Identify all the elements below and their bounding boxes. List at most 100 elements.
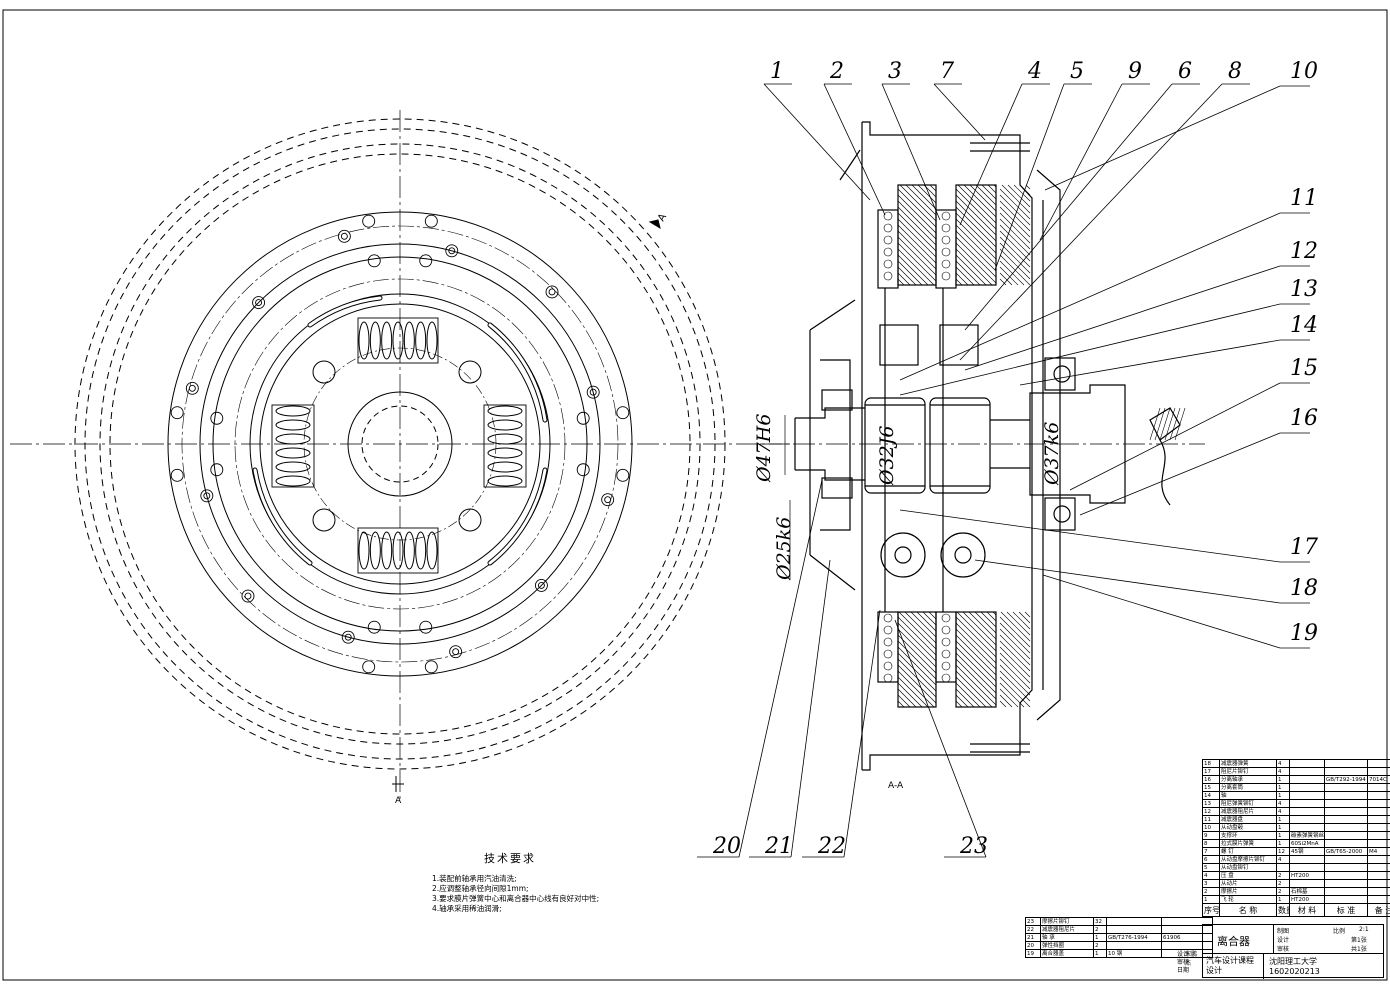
spring-coils <box>276 322 522 569</box>
hatch-line <box>898 695 910 707</box>
table-cell-qty: 32 <box>1094 918 1107 926</box>
spring-coil <box>427 322 437 359</box>
spring-coil <box>276 434 310 444</box>
friction-dot <box>942 224 950 232</box>
table-cell-qty: 2 <box>1094 926 1107 934</box>
bolt-hole <box>171 407 183 419</box>
table-cell-name: 减震器阻尼片 <box>1041 926 1094 934</box>
table-cell-name: 从动盘铆钉 <box>1220 864 1277 872</box>
table-header-no: 序号 <box>1203 904 1220 917</box>
design-label: 设计 <box>1277 935 1289 944</box>
hatch-line <box>956 617 996 657</box>
hatch-line <box>1000 231 1030 261</box>
hatch-line <box>956 207 996 247</box>
section-label: A-A <box>888 781 904 791</box>
hatch-line <box>898 629 936 667</box>
table-cell-note <box>1368 840 1390 848</box>
table-cell-no: 22 <box>1026 926 1041 934</box>
hatch-line <box>898 243 936 281</box>
part-number-label: 4 <box>1027 59 1042 84</box>
table-cell-std: GB/T276-1994 <box>1107 934 1162 942</box>
part-number-label: 16 <box>1290 406 1318 431</box>
part-number-label: 10 <box>1290 59 1318 84</box>
table-cell-mat: HT200 <box>1290 872 1325 880</box>
hatch-line <box>1000 207 1030 237</box>
section-arrow-bottom <box>392 776 404 792</box>
table-cell-name: 从动片 <box>1220 880 1277 888</box>
table-cell-note <box>1368 896 1390 904</box>
drawn-label: 制图 <box>1277 926 1289 935</box>
table-cell-no: 4 <box>1203 872 1220 880</box>
hatch-line <box>957 612 996 651</box>
table-header-name: 名 称 <box>1220 904 1277 917</box>
spring-coil <box>404 532 414 569</box>
hatch-line <box>898 261 922 285</box>
hatch-line <box>1000 701 1006 707</box>
bolt-hole <box>363 661 375 673</box>
leader-line <box>965 266 1280 370</box>
table-cell-name: 飞 轮 <box>1220 896 1277 904</box>
friction-dot <box>942 662 950 670</box>
friction-dot <box>884 260 892 268</box>
spring-coil <box>276 462 310 472</box>
table-header-note: 备 注 <box>1368 904 1390 917</box>
table-cell-std <box>1325 880 1368 888</box>
spring-coil <box>488 448 522 458</box>
leader-line <box>1045 86 1280 190</box>
hatch-line <box>1000 629 1030 659</box>
spring-coil <box>488 420 522 430</box>
table-cell-name: 减震器阻尼片 <box>1220 808 1277 816</box>
table-cell-qty <box>1277 864 1290 872</box>
table-cell-std <box>1325 816 1368 824</box>
hatch-line <box>1025 612 1030 617</box>
hatch-line <box>1008 185 1030 207</box>
spring-coil <box>488 434 522 444</box>
table-cell-qty: 2 <box>1277 872 1290 880</box>
sheet-border <box>3 10 1387 980</box>
table-cell-mat <box>1290 784 1325 792</box>
check-label: 审核 <box>1277 944 1289 953</box>
bolt-hole <box>420 621 432 633</box>
hatch-line <box>956 635 996 675</box>
dim-hub-right: Ø37k6 <box>1041 422 1063 486</box>
leader-line <box>895 620 986 857</box>
table-cell-qty: 4 <box>1277 808 1290 816</box>
hatch-line <box>1000 653 1030 683</box>
friction-dot <box>884 272 892 280</box>
hatch-line <box>917 612 936 631</box>
spring-coil <box>488 476 522 486</box>
hatch-line <box>1000 695 1012 707</box>
table-cell-mat <box>1290 760 1325 768</box>
hatch-line <box>898 279 904 285</box>
table-cell-note <box>1368 768 1390 776</box>
scale-label: 比例 <box>1333 926 1345 935</box>
part-number-label: 23 <box>959 834 988 859</box>
hatch-line <box>1000 623 1030 653</box>
table-cell-qty: 1 <box>1277 776 1290 784</box>
table-cell-note <box>1368 816 1390 824</box>
part-number-label: 5 <box>1070 59 1084 84</box>
table-cell-std <box>1107 942 1162 950</box>
leader-line <box>1080 433 1280 515</box>
table-cell-name: 阻尼片铆钉 <box>1220 768 1277 776</box>
hatch-line <box>923 612 936 625</box>
table-cell-qty: 2 <box>1277 888 1290 896</box>
table-header-qty: 数量 <box>1277 904 1290 917</box>
hatch-line <box>976 185 996 205</box>
tech-requirement-item: 1.装配前轴承用汽油清洗; <box>432 874 762 884</box>
table-cell-note <box>1368 864 1390 872</box>
hatch-line <box>1000 641 1030 671</box>
hatch-line <box>898 653 936 691</box>
sign-block: 设计 宋鹏杰 审核 日期 <box>1025 955 1201 978</box>
table-cell-qty: 1 <box>1277 840 1290 848</box>
hatch-line <box>1170 408 1180 440</box>
hatch-line <box>956 665 996 705</box>
table-cell-name: 支撑环 <box>1220 832 1277 840</box>
part-number-label: 3 <box>888 59 902 84</box>
table-cell-no: 16 <box>1203 776 1220 784</box>
hatch-line <box>956 273 968 285</box>
leader-line <box>960 84 1222 360</box>
